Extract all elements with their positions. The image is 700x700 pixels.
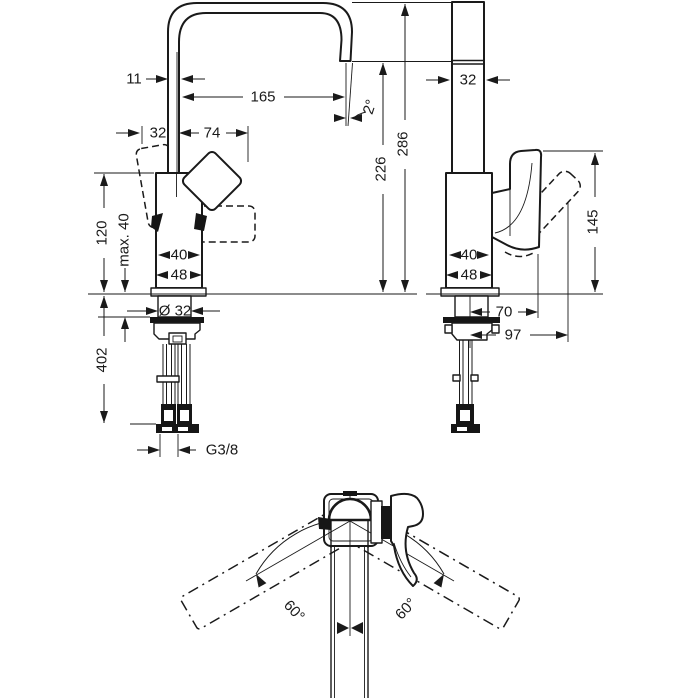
side-bracket-slot <box>457 427 467 431</box>
dim-label-height-handle: 145 <box>585 209 602 234</box>
dim-label-thread: G3/8 <box>206 442 239 459</box>
radius-line-left <box>245 520 351 582</box>
dim-label-swivel-right: 60° <box>392 595 420 623</box>
bracket-slot-right <box>178 427 188 431</box>
top-blade-contour <box>393 542 412 578</box>
dim-hole-diameter <box>127 307 220 315</box>
nut-tab-left <box>444 324 453 334</box>
tube-tab-right <box>470 374 479 382</box>
side-mounting-nut <box>451 322 493 341</box>
handle-swing-arc <box>504 251 536 258</box>
hose-fitting-right-window <box>180 410 189 421</box>
handle-dashed-right <box>197 205 256 243</box>
column-outline <box>451 1 485 179</box>
dim-label-top-width: 40 <box>171 247 188 264</box>
side-shank <box>454 295 489 318</box>
handle-dashed-left <box>135 143 183 229</box>
hose-fitting-left-window <box>164 410 173 421</box>
washer-flange <box>150 317 204 323</box>
dim-label-hose-length: 402 <box>94 347 111 372</box>
dim-spout-angle <box>334 62 367 127</box>
dim-height-handle <box>543 150 603 292</box>
dim-handle-offsets <box>116 126 249 162</box>
dim-label-depth-body: 48 <box>461 267 478 284</box>
dim-thread <box>137 434 196 457</box>
dim-body-depths <box>446 251 492 279</box>
dim-label-spout-angle: 2° <box>360 98 381 117</box>
dim-label-pipe-width: 11 <box>126 71 142 88</box>
hose-clip <box>156 375 180 383</box>
dim-label-handle-reach-open: 97 <box>505 327 522 344</box>
dim-label-hole-diameter: Ø 32 <box>159 303 192 320</box>
dim-label-max-thickness: max. 40 <box>116 213 133 266</box>
swivel-dashed-right <box>349 510 520 630</box>
hinge-wedge-right <box>194 213 207 231</box>
dim-label-height-spout: 226 <box>373 156 390 181</box>
bracket-slot-left <box>162 427 172 431</box>
side-washer-flange <box>443 317 500 323</box>
side-hose-fitting-window <box>460 410 470 421</box>
side-view-figure: 32 226 286 145 <box>352 1 603 433</box>
front-view-figure: 11 165 2° 32 74 <box>88 2 417 459</box>
dim-pipe-width <box>146 75 205 83</box>
handle-solid <box>181 150 243 212</box>
dim-label-handle-right: 74 <box>204 125 221 142</box>
spout-outline <box>167 2 353 175</box>
dim-max-thickness <box>121 268 129 342</box>
dim-handle-reach-open <box>470 202 569 342</box>
top-handle-block <box>370 500 383 544</box>
side-base-plate <box>440 287 500 297</box>
top-cap <box>343 491 357 496</box>
tube-tab-left <box>452 374 461 382</box>
handle-inner-contour <box>494 162 533 234</box>
side-supply-tube <box>459 340 473 404</box>
dim-label-handle-reach: 70 <box>496 304 513 321</box>
supply-hoses <box>162 344 191 404</box>
dim-height-total <box>401 4 409 292</box>
swivel-dashed-left <box>180 510 351 630</box>
hose-connector-inner <box>172 335 183 343</box>
dim-body-height <box>94 172 154 292</box>
nut-tab-right <box>491 324 500 334</box>
hinge-wedge-left <box>151 213 163 232</box>
dim-label-depth-top: 40 <box>461 247 478 264</box>
dim-height-spout <box>379 63 387 292</box>
dim-label-column-width: 32 <box>460 72 477 89</box>
top-view-figure: 60° 60° <box>180 491 520 698</box>
dim-label-body-width: 48 <box>171 267 188 284</box>
dim-hose-length <box>100 296 156 425</box>
mounting-bracket <box>156 424 199 433</box>
top-hinge-wedge <box>318 517 331 530</box>
top-handle-blade <box>390 492 424 587</box>
dim-label-spout-reach: 165 <box>250 89 275 106</box>
dim-column-width <box>426 76 510 84</box>
dim-handle-reach <box>470 254 539 318</box>
dim-label-swivel-left: 60° <box>280 597 308 625</box>
dim-spout-reach <box>182 63 347 126</box>
side-handle-solid <box>491 148 543 251</box>
dim-label-handle-left: 32 <box>150 125 167 142</box>
top-dome <box>327 497 373 522</box>
top-handle-bar <box>381 506 391 539</box>
side-body-outline <box>445 172 493 289</box>
dim-body-widths <box>156 251 202 279</box>
dim-label-height-total: 286 <box>395 131 412 156</box>
base-plate <box>150 287 207 297</box>
mounting-nut <box>153 322 201 340</box>
dim-label-body-height: 120 <box>94 220 111 245</box>
